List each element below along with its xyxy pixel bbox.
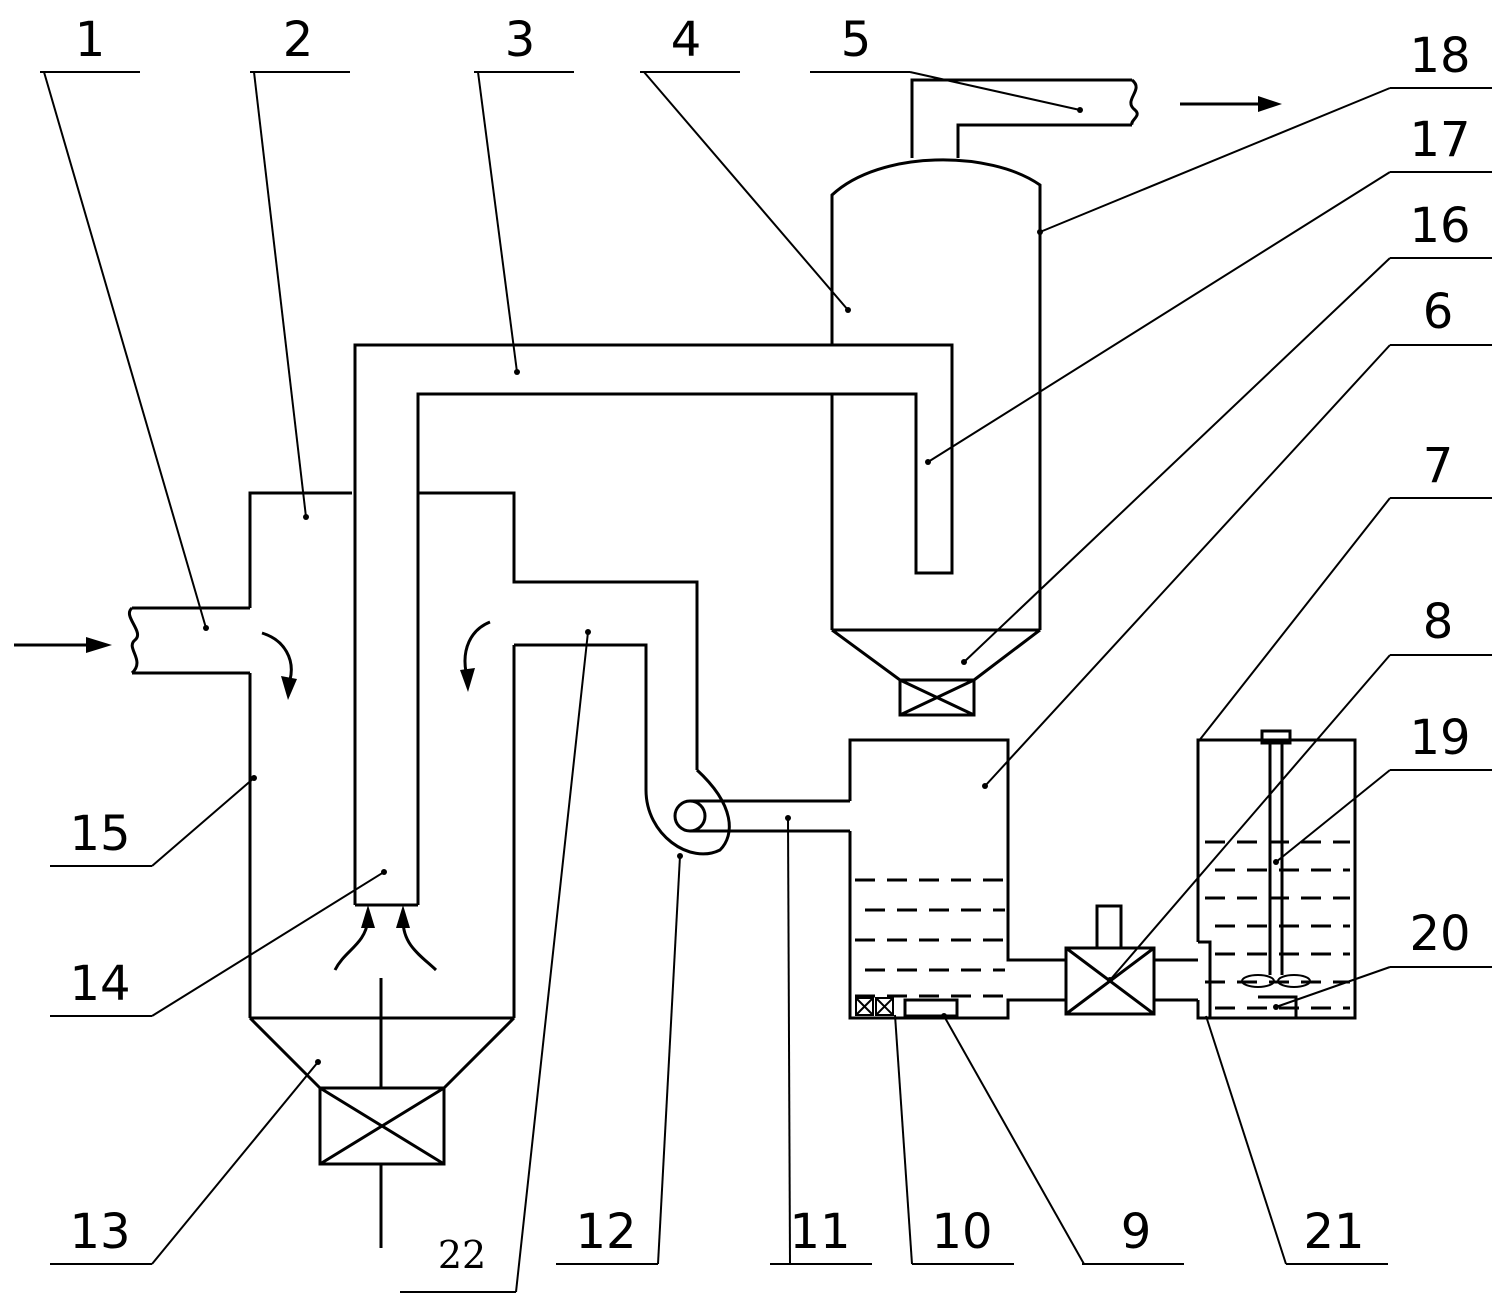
label-2: 2 (283, 12, 314, 68)
label-13: 13 (69, 1204, 130, 1260)
label-6: 6 (1423, 284, 1454, 340)
outlet-duct (514, 643, 648, 790)
label-12: 12 (575, 1204, 636, 1260)
label-4: 4 (671, 12, 702, 68)
tank-7 (848, 738, 1066, 1020)
liquid-7 (855, 878, 1005, 998)
label-21: 21 (1303, 1204, 1364, 1260)
riser-duct (353, 343, 954, 907)
liquid-19 (1205, 840, 1350, 1010)
label-14: 14 (69, 956, 130, 1012)
label-10: 10 (931, 1204, 992, 1260)
label-9: 9 (1121, 1204, 1152, 1260)
exhaust-pipe (910, 78, 1282, 158)
label-16: 16 (1409, 198, 1470, 254)
label-19: 19 (1409, 710, 1470, 766)
fan (644, 768, 850, 856)
inflow-arrows (333, 905, 438, 972)
label-11: 11 (789, 1204, 850, 1260)
bottom-valve (318, 1086, 446, 1166)
flow-arrow-right (460, 620, 491, 692)
main-vessel (248, 491, 699, 1090)
label-17: 17 (1409, 112, 1470, 168)
separator (830, 158, 1042, 682)
separator-valve (898, 678, 976, 717)
label-18: 18 (1409, 28, 1470, 84)
label-7: 7 (1423, 438, 1454, 494)
label-20: 20 (1409, 906, 1470, 962)
labels: 1 2 3 4 5 18 17 16 6 7 8 19 20 15 14 13 … (69, 12, 1470, 1277)
flow-arrow-left (261, 631, 297, 700)
label-15: 15 (69, 806, 130, 862)
inlet-pipe (14, 606, 250, 675)
pump (1064, 904, 1198, 1016)
mixing-tank (1196, 729, 1357, 1020)
label-8: 8 (1423, 594, 1454, 650)
label-3: 3 (505, 12, 536, 68)
label-5: 5 (841, 12, 872, 68)
leader-lines (40, 71, 1492, 1293)
label-22: 22 (438, 1233, 486, 1277)
label-1: 1 (75, 12, 106, 68)
